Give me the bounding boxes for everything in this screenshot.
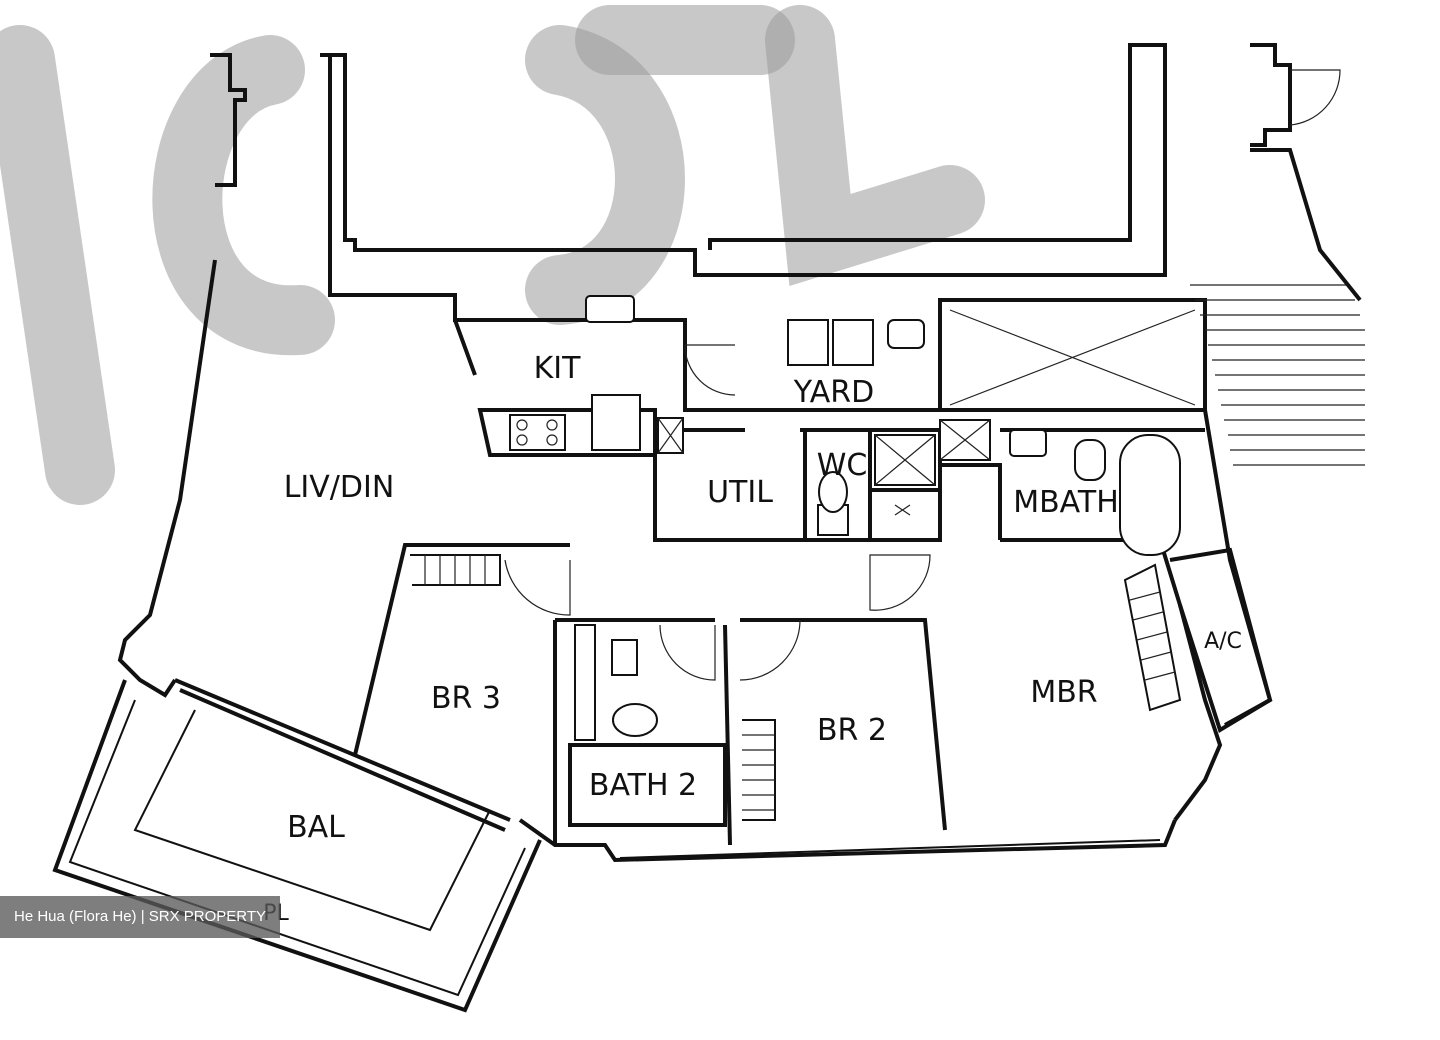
room-label-wc: WC [817, 448, 868, 483]
bath2-toilet [612, 703, 658, 737]
room-label-yard: YARD [793, 375, 874, 410]
yard-basin [887, 319, 925, 349]
room-label-mbr: MBR [1030, 675, 1097, 710]
bath2-basin [611, 639, 638, 676]
bedrooms [353, 543, 1182, 846]
room-label-ac: A/C [1204, 629, 1242, 654]
room-label-br3: BR 3 [431, 681, 501, 716]
room-label-bal: BAL [287, 810, 345, 845]
master-bath [1000, 428, 1273, 734]
kitchen-sink [585, 295, 635, 323]
room-label-bath2: BATH 2 [589, 768, 697, 803]
room-label-kit: KIT [534, 351, 582, 386]
bathtub [1119, 434, 1181, 556]
cooker-hob [509, 414, 566, 451]
dryer [832, 319, 874, 366]
mbath-toilet [1074, 439, 1106, 481]
washer [787, 319, 829, 366]
staircase [1190, 43, 1365, 466]
room-label-mbath: MBATH [1013, 485, 1119, 520]
service-area [653, 417, 1002, 542]
mbath-basin [1009, 429, 1047, 457]
kitchen [453, 295, 736, 457]
room-label-util: UTIL [707, 475, 773, 510]
room-label-liv-din: LIV/DIN [284, 470, 395, 505]
fridge [591, 394, 641, 451]
room-label-br2: BR 2 [817, 713, 887, 748]
listing-caption: He Hua (Flora He) | SRX PROPERTY [0, 896, 281, 938]
yard [787, 43, 1365, 466]
